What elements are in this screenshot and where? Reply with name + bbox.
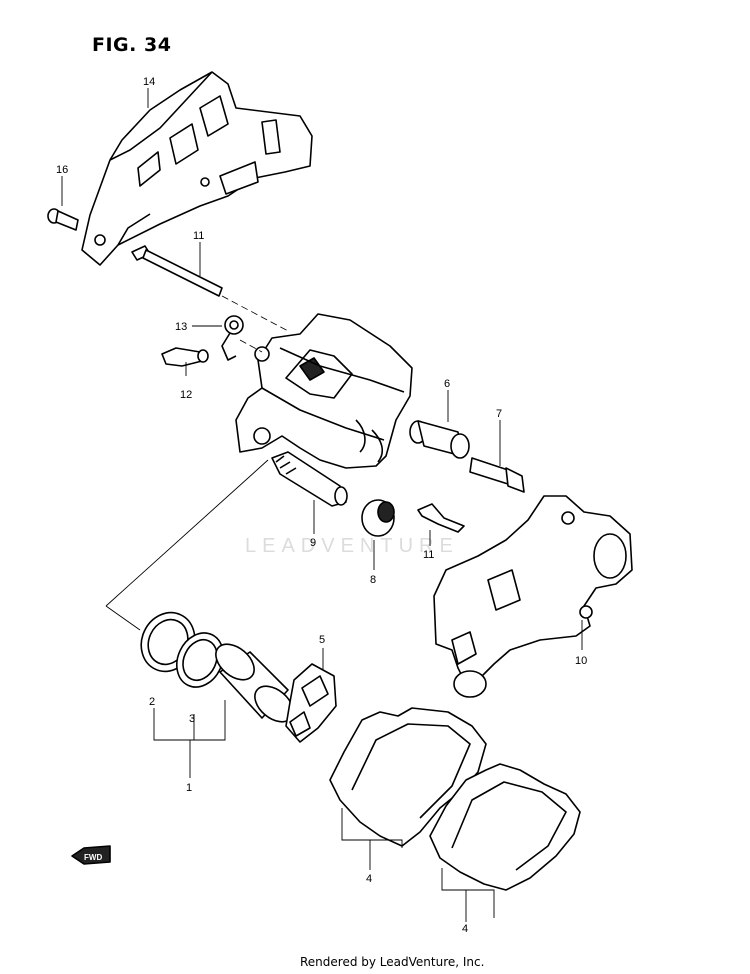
- part-piston: [215, 643, 294, 723]
- part-brake-pad-outer: [429, 763, 581, 891]
- figure-title: FIG. 34: [92, 34, 172, 56]
- callout-15: 14: [143, 76, 155, 88]
- part-caliper-guard: [81, 71, 313, 266]
- footer-credit: Rendered by LeadVenture, Inc.: [300, 955, 485, 969]
- part-dust-seal: [176, 632, 224, 688]
- callout-4: 4: [462, 923, 468, 935]
- watermark: LEADVENTURE: [245, 535, 459, 557]
- callout-13: 12: [180, 389, 192, 401]
- assembly-line: [221, 295, 291, 333]
- part-sleeve: [409, 420, 470, 459]
- part-caliper-body: [235, 313, 413, 469]
- part-guard-bolt: [47, 208, 79, 231]
- callout-2: 2: [149, 696, 155, 708]
- callout-3: 3: [189, 713, 195, 725]
- part-slide-pin: [131, 245, 223, 297]
- callout-12: 11: [193, 230, 204, 242]
- part-bleeder-valve: [161, 347, 209, 367]
- part-pad-spring: [417, 503, 465, 533]
- fwd-label: FWD: [84, 853, 102, 862]
- fwd-arrow-icon: [71, 845, 111, 865]
- part-mount-bolt: [469, 457, 525, 493]
- part-pad-shim: [285, 663, 337, 743]
- part-bleeder-cap: [221, 315, 244, 361]
- callout-1: 1: [186, 782, 192, 794]
- callout-16: 16: [56, 164, 68, 176]
- part-dust-boot: [361, 499, 395, 537]
- callout-11: 11: [423, 549, 434, 561]
- part-caliper-bracket: [433, 495, 633, 698]
- callout-5: 5: [319, 634, 325, 646]
- callout-9: 9: [310, 537, 316, 549]
- part-caliper-pin: [271, 451, 348, 507]
- callout-6: 6: [444, 378, 450, 390]
- part-brake-pad-inner: [329, 707, 487, 847]
- assembly-line: [239, 339, 263, 353]
- callout-7: 7: [496, 408, 502, 420]
- callout-14: 13: [175, 321, 187, 333]
- callout-8: 8: [370, 574, 376, 586]
- callout-10: 10: [575, 655, 587, 667]
- callout-4: 4: [366, 873, 372, 885]
